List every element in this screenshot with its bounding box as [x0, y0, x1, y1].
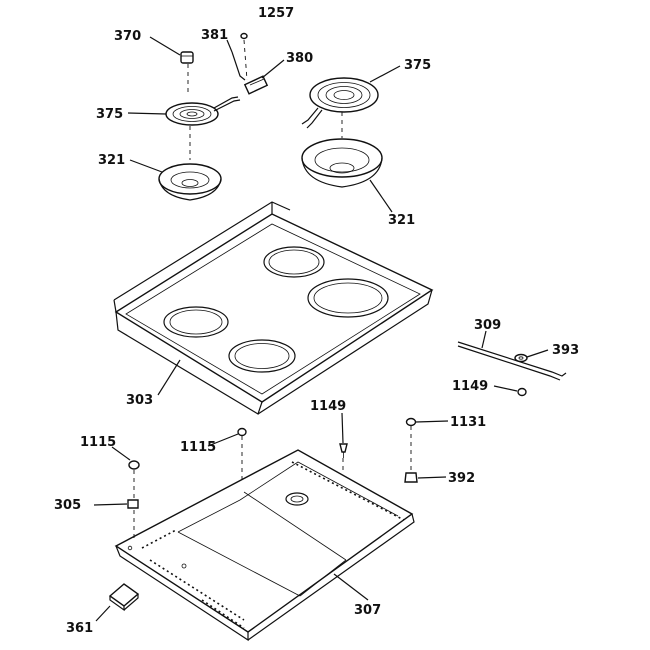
- part-1149-screw-right: [517, 387, 527, 397]
- leader-lines: [93, 36, 549, 622]
- label-380: 380: [286, 51, 313, 66]
- label-1115-center: 1115: [180, 440, 216, 455]
- part-370-cap: [180, 51, 194, 64]
- part-375-large-element: [301, 77, 379, 129]
- label-1131: 1131: [450, 415, 486, 430]
- part-1115-screw-left: [128, 460, 140, 470]
- label-1115-left: 1115: [80, 435, 116, 450]
- label-321-left: 321: [98, 153, 125, 168]
- label-381: 381: [201, 28, 228, 43]
- part-361-bracket: [108, 583, 140, 612]
- part-392-nut: [404, 472, 418, 483]
- part-380-terminal-block: [243, 75, 269, 95]
- label-393: 393: [552, 343, 579, 358]
- label-303: 303: [126, 393, 153, 408]
- part-305-bracket: [127, 499, 139, 509]
- label-361: 361: [66, 621, 93, 636]
- part-381-clip: [231, 51, 246, 81]
- label-375-right: 375: [404, 58, 431, 73]
- part-393-grommet: [514, 353, 528, 363]
- part-375-small-element: [165, 96, 241, 126]
- part-307-bottom-pan: [114, 449, 415, 642]
- part-1131-clip: [405, 417, 417, 427]
- label-307: 307: [354, 603, 381, 618]
- label-321-right: 321: [388, 213, 415, 228]
- label-1149-center: 1149: [310, 399, 346, 414]
- label-392: 392: [448, 471, 475, 486]
- label-1257: 1257: [258, 6, 294, 21]
- label-370: 370: [114, 29, 141, 44]
- part-303-cooktop: [113, 201, 434, 415]
- label-1149-right: 1149: [452, 379, 488, 394]
- part-321-large-drip-bowl: [301, 138, 383, 188]
- label-375-left: 375: [96, 107, 123, 122]
- label-305: 305: [54, 498, 81, 513]
- label-309: 309: [474, 318, 501, 333]
- part-1149-screw-center: [339, 443, 348, 458]
- part-1115-screw-center: [237, 427, 247, 437]
- part-321-small-drip-bowl: [158, 163, 222, 201]
- part-1257-screw: [240, 32, 248, 40]
- part-309-bracket: [457, 341, 567, 381]
